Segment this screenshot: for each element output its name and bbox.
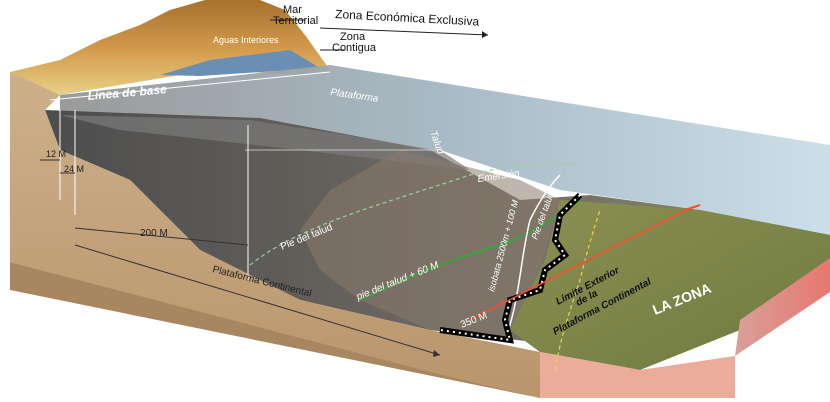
sea-surface: [60, 65, 830, 240]
zee-label: Zona Económica Exclusiva: [335, 7, 480, 29]
zona-contigua-label-1: Zona: [340, 31, 366, 43]
left-side-section: [10, 72, 540, 398]
land-mass: [10, 0, 330, 98]
zee-arrowhead: [482, 31, 488, 38]
plataforma-plane: [60, 115, 470, 170]
m200-arrow: [74, 227, 249, 246]
aguas-interiores-water: [160, 50, 320, 76]
plataforma-continental-arrow: [74, 244, 441, 356]
mar-label-1: Mar: [283, 4, 302, 16]
plataforma-continental-arrowhead: [433, 350, 440, 357]
zona-contigua-label-2: Contigua: [332, 42, 377, 54]
pie-talud-line: [249, 162, 581, 266]
mar-label-2: Territorial: [273, 15, 318, 27]
linea-de-base-line: [49, 71, 331, 101]
m12-label: 12 M: [46, 149, 66, 159]
aguas-interiores-label: Aguas Interiores: [213, 35, 279, 45]
salmon-strip: [735, 258, 830, 356]
zee-arrow: [319, 27, 489, 36]
m24-label: 24 M: [64, 164, 84, 174]
isobata-line: [504, 174, 561, 341]
limite-exterior-line: [439, 192, 583, 344]
pie-talud-60-line: [359, 199, 581, 301]
linea-base-label: Línea de base: [87, 82, 168, 103]
slope-area: [300, 150, 560, 340]
red-line: [469, 207, 691, 321]
red-line-top: [684, 204, 701, 211]
la-zona-area: [510, 200, 830, 370]
salmon-front: [540, 352, 735, 398]
yellow-dashed-line: [554, 209, 601, 371]
m200-label: 200 M: [140, 228, 168, 239]
